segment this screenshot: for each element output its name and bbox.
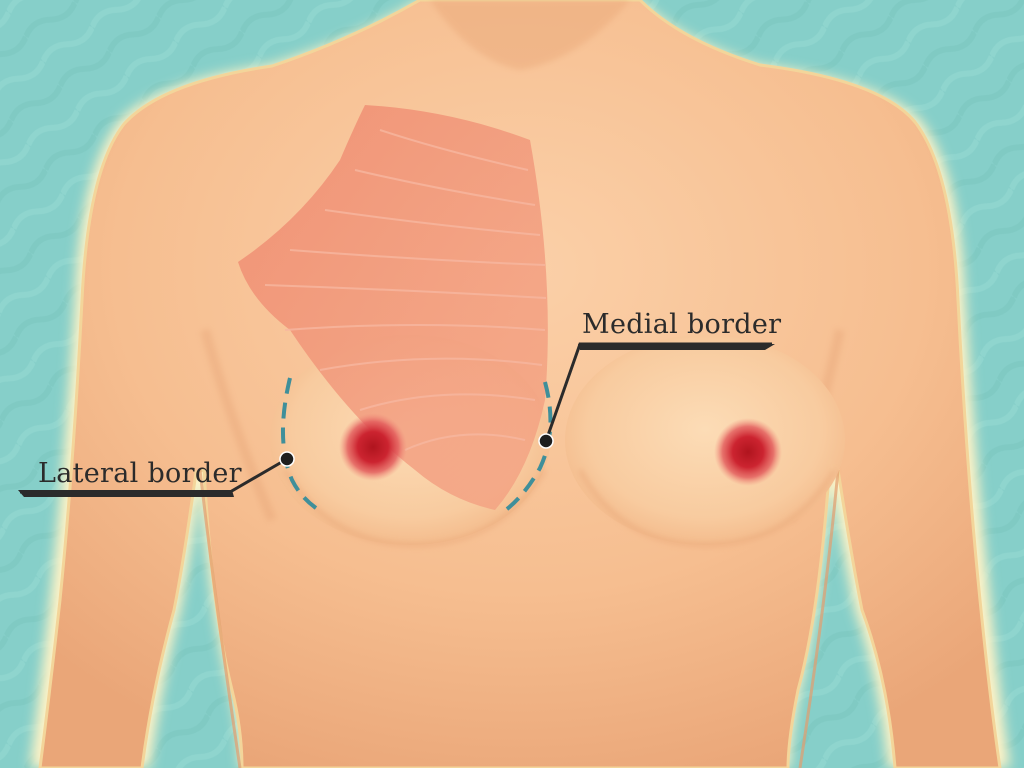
pectoralis-muscle	[238, 105, 548, 510]
left-nipple	[339, 413, 407, 481]
right-breast	[565, 335, 845, 545]
lateral-border-dashed	[280, 377, 324, 514]
lateral-border-label: Lateral border	[38, 458, 242, 489]
left-arm-crease	[198, 469, 242, 768]
medial-border-label: Medial border	[582, 309, 781, 340]
medial-border-dashed	[498, 381, 553, 516]
muscle-fibers	[264, 129, 547, 451]
left-breast-underside	[283, 468, 547, 548]
lateral-border-callout: Lateral border	[18, 451, 295, 497]
right-nipple	[714, 418, 782, 486]
left-axilla-shadow	[200, 328, 277, 522]
right-breast-underside	[578, 468, 837, 548]
neck-shadow	[430, 0, 630, 70]
medial-border-callout: Medial border	[538, 309, 781, 449]
right-arm-crease	[798, 469, 840, 768]
